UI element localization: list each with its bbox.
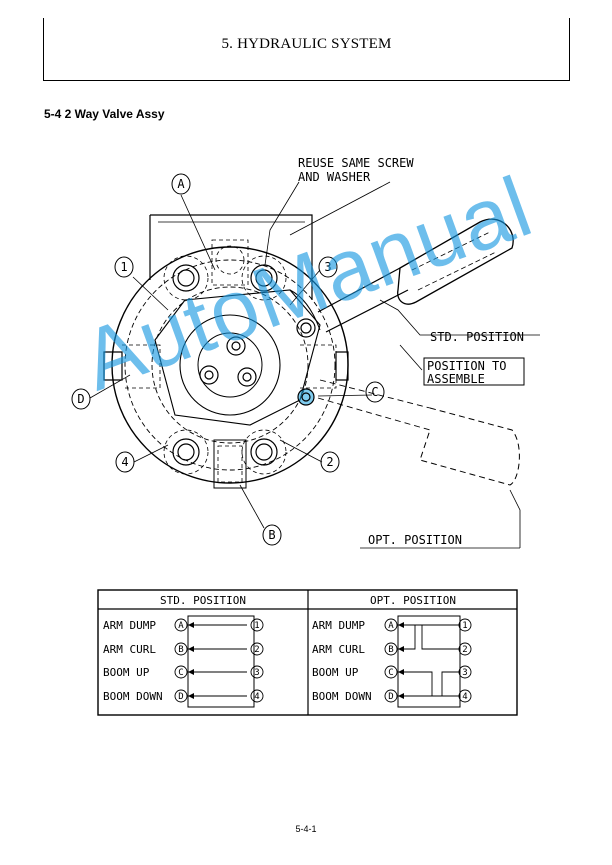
opt-row-label: ARM CURL [312, 643, 365, 656]
marker-1: 1 [114, 256, 134, 278]
svg-text:D: D [77, 392, 84, 406]
svg-text:3: 3 [324, 260, 331, 274]
opt-row-label: ARM DUMP [312, 619, 365, 632]
opt-letter-c: C [388, 668, 393, 678]
reuse-screw-label-2: AND WASHER [298, 170, 371, 184]
opt-row-label: BOOM UP [312, 666, 359, 679]
opt-number-4: 4 [462, 692, 467, 702]
std-row-label: BOOM UP [103, 666, 150, 679]
svg-text:1: 1 [120, 260, 127, 274]
position-to-assemble-label-2: ASSEMBLE [427, 372, 485, 386]
std-letter-c: C [178, 668, 183, 678]
svg-text:A: A [177, 177, 185, 191]
marker-3: 3 [318, 256, 338, 278]
opt-letter-a: A [388, 621, 394, 631]
std-position-label: STD. POSITION [430, 330, 524, 344]
svg-text:4: 4 [121, 455, 128, 469]
page-number: 5-4-1 [295, 824, 317, 834]
opt-number-1: 1 [462, 621, 467, 631]
std-row-label: BOOM DOWN [103, 690, 163, 703]
std-position-header: STD. POSITION [160, 594, 246, 607]
position-table: STD. POSITION OPT. POSITION ARM DUMP ARM… [97, 589, 518, 716]
section-title: 5-4 2 Way Valve Assy [44, 107, 165, 121]
svg-text:B: B [268, 528, 275, 542]
std-number-3: 3 [254, 668, 259, 678]
svg-text:2: 2 [326, 455, 333, 469]
opt-letter-d: D [388, 692, 393, 702]
opt-letter-b: B [388, 645, 393, 655]
std-number-4: 4 [254, 692, 259, 702]
opt-number-2: 2 [462, 645, 467, 655]
std-row-label: ARM CURL [103, 643, 156, 656]
std-number-1: 1 [254, 621, 259, 631]
opt-position-header: OPT. POSITION [370, 594, 456, 607]
header-box: 5. HYDRAULIC SYSTEM [43, 18, 570, 81]
std-number-2: 2 [254, 645, 259, 655]
std-letter-a: A [178, 621, 184, 631]
marker-c: C [365, 381, 385, 403]
marker-b: B [262, 524, 282, 546]
marker-d: D [71, 388, 91, 410]
reuse-screw-label-1: REUSE SAME SCREW [298, 156, 414, 170]
marker-a: A [171, 173, 191, 195]
std-letter-b: B [178, 645, 183, 655]
marker-2: 2 [320, 451, 340, 473]
marker-4: 4 [115, 451, 135, 473]
header-title: 5. HYDRAULIC SYSTEM [221, 36, 392, 52]
std-letter-d: D [178, 692, 183, 702]
valve-diagram: REUSE SAME SCREW AND WASHER STD. POSITIO… [71, 156, 540, 549]
opt-number-3: 3 [462, 668, 467, 678]
opt-row-label: BOOM DOWN [312, 690, 372, 703]
position-to-assemble-label-1: POSITION TO [427, 359, 506, 373]
opt-position-label: OPT. POSITION [368, 533, 462, 547]
svg-text:C: C [371, 385, 378, 399]
std-row-label: ARM DUMP [103, 619, 156, 632]
